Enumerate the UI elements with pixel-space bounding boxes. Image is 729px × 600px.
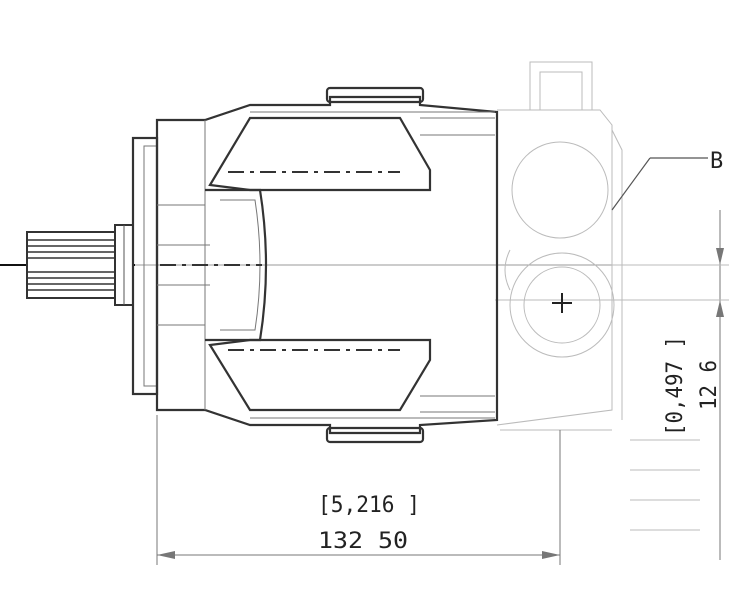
- splined-shaft: [26, 224, 134, 306]
- callout-b-label: B: [710, 149, 723, 174]
- pump-housing: [155, 86, 499, 444]
- callout-b: B: [611, 149, 723, 211]
- horizontal-dimension: [5,216 ] 132 50: [156, 415, 561, 565]
- vertical-dim-inch: [0,497 ]: [663, 336, 688, 436]
- end-cover: [496, 61, 623, 431]
- horizontal-dim-mm: 132 50: [318, 529, 408, 554]
- horizontal-dim-inch: [5,216 ]: [318, 493, 420, 518]
- vertical-dim-mm: 12 6: [697, 360, 722, 410]
- mounting-flange: [131, 136, 159, 396]
- right-side-hatching: [630, 439, 700, 531]
- port-center-mark: [552, 293, 572, 313]
- vertical-dimension: [0,497 ] 12 6: [612, 210, 729, 560]
